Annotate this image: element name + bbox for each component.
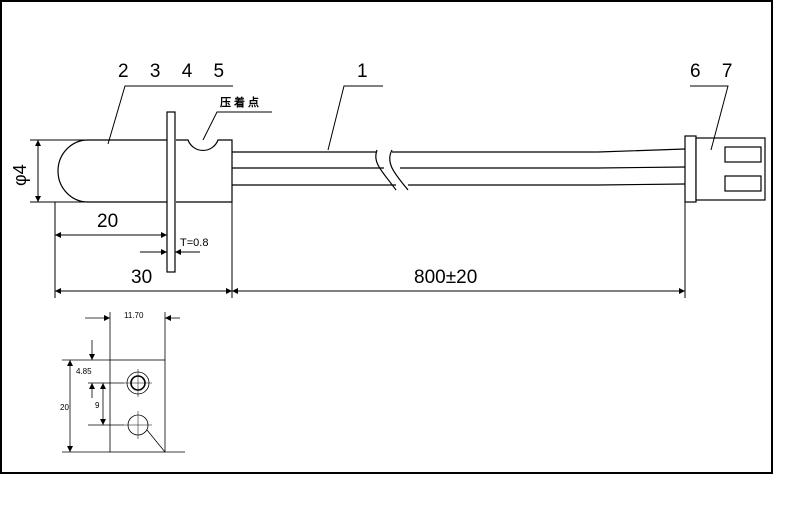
head-length-label: 30 — [131, 267, 152, 288]
cable — [232, 148, 686, 191]
detail-plate — [109, 359, 166, 453]
cable-length-label: 800±20 — [414, 267, 477, 288]
leader-lines — [107, 85, 729, 151]
crimp-section — [176, 139, 233, 203]
callout-probe-parts: 2 3 4 5 — [118, 61, 232, 82]
detail-width-label: 11.70 — [124, 311, 144, 320]
diameter-label: φ4 — [10, 164, 30, 186]
extension-lines — [30, 139, 686, 298]
drawing-frame — [0, 0, 773, 474]
detail-hole-spacing-label: 9 — [95, 401, 100, 410]
detail-height-label: 20 — [60, 403, 69, 412]
probe-tube — [57, 139, 174, 203]
thickness-label: T=0.8 — [180, 237, 208, 249]
detail-hole-offset-label: 4.85 — [76, 367, 92, 376]
callout-connector: 6 7 — [690, 61, 740, 82]
crimp-point-label: 压着点 — [220, 95, 262, 109]
connector — [684, 135, 766, 203]
dimension-lines — [35, 140, 685, 294]
callout-cable: 1 — [357, 61, 368, 82]
probe-length-label: 20 — [97, 211, 118, 232]
detail-view — [62, 312, 185, 453]
flange-plate — [166, 111, 176, 273]
